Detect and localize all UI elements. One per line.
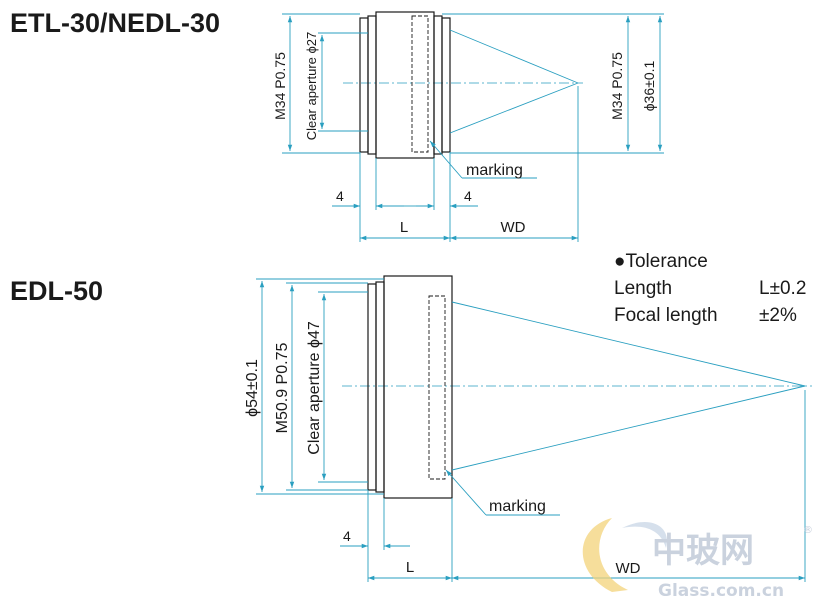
top-4-right-label: 4: [464, 188, 472, 204]
watermark: 中玻网 Glass.com.cn ®: [582, 518, 813, 601]
bottom-marking-label: marking: [489, 498, 546, 515]
model-title-bottom: EDL-50: [10, 276, 103, 306]
top-lens-body: [375, 11, 435, 159]
tolerance-length-label: Length: [614, 278, 672, 299]
top-marking-label: marking: [466, 162, 523, 179]
bottom-left-flange: [367, 283, 377, 491]
top-marking-leader: [429, 140, 463, 179]
bottom-ray-upper: [451, 301, 806, 387]
top-ray-upper: [449, 29, 579, 84]
bottom-aperture-label: Clear aperture ϕ47: [306, 321, 323, 455]
bottom-marking-leader: [445, 469, 487, 516]
watermark-chinese: 中玻网: [652, 531, 754, 571]
tolerance-focal-value: ±2%: [759, 305, 797, 326]
watermark-logo-swoosh: [582, 518, 628, 592]
model-title-top: ETL-30/NEDL-30: [10, 8, 220, 38]
top-right-flange-inner: [433, 15, 443, 155]
bottom-ray-lower: [451, 385, 806, 471]
top-L-label: L: [400, 219, 408, 236]
top-diameter-label: ϕ36±0.1: [641, 61, 657, 112]
top-thread-left-label: M34 P0.75: [272, 52, 288, 120]
bottom-L-label: L: [406, 559, 414, 576]
tolerance-length-value: L±0.2: [759, 278, 806, 299]
watermark-logo-arc: [622, 521, 667, 548]
top-right-flange: [441, 17, 451, 153]
top-left-flange-inner: [367, 15, 377, 155]
bottom-WD-label: WD: [616, 560, 641, 577]
tolerance-block: ●Tolerance Length L±0.2 Focal length ±2%: [614, 251, 806, 326]
bottom-left-flange-inner: [375, 281, 385, 493]
watermark-url: Glass.com.cn: [658, 581, 784, 601]
top-4-left-label: 4: [336, 188, 344, 204]
bottom-4-label: 4: [343, 528, 351, 544]
top-WD-label: WD: [501, 219, 526, 236]
bottom-thread-label: M50.9 P0.75: [274, 343, 291, 434]
bottom-lens: ϕ54±0.1 M50.9 P0.75 Clear aperture ϕ47 m…: [244, 275, 812, 582]
bottom-internal-element: [428, 295, 446, 480]
watermark-reg: ®: [803, 525, 813, 536]
top-aperture-label: Clear aperture ϕ27: [304, 32, 319, 140]
tolerance-focal-label: Focal length: [614, 305, 718, 326]
top-thread-right-label: M34 P0.75: [609, 52, 625, 120]
top-ray-lower: [449, 82, 579, 134]
bottom-diameter-label: ϕ54±0.1: [244, 359, 261, 417]
top-left-flange: [359, 17, 369, 153]
tolerance-heading: ●Tolerance: [614, 251, 708, 272]
top-internal-element: [411, 15, 429, 153]
bottom-lens-body: [383, 275, 453, 499]
top-lens: M34 P0.75 Clear aperture ϕ27 M34 P0.75 ϕ…: [272, 11, 664, 242]
